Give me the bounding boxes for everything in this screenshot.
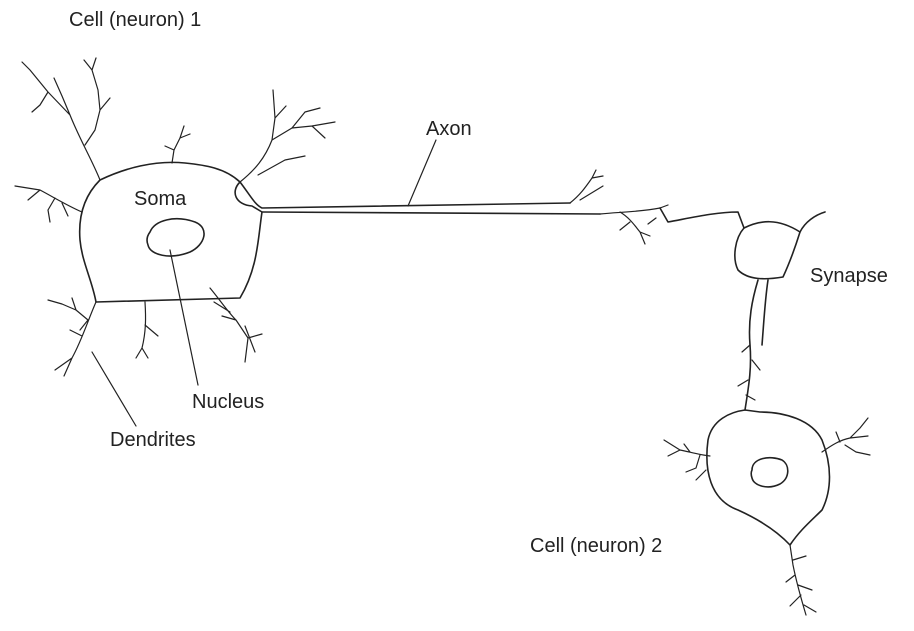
axon-top-edge (240, 182, 570, 208)
neuron1-dendrite-bottom-middle (136, 302, 158, 358)
neuron2-soma-outline (707, 410, 830, 545)
nucleus-label: Nucleus (192, 392, 264, 412)
neuron1-soma-outline (80, 162, 262, 302)
neuron1-dendrite-top-right (240, 90, 335, 182)
axon-terminal-branches (570, 170, 668, 244)
neuron2-bottom-branches (786, 545, 816, 615)
axon-bottom-edge (262, 212, 600, 214)
dendrites-label: Dendrites (110, 430, 196, 450)
synapse-to-neuron2 (745, 280, 768, 410)
neuron2-nucleus (751, 458, 788, 487)
neuron1-dendrite-left (15, 186, 82, 222)
cell2-label: Cell (neuron) 2 (530, 536, 662, 556)
neuron1-nucleus (147, 219, 204, 256)
axon-leader-line (408, 140, 436, 206)
axon-label: Axon (426, 119, 472, 139)
neuron2-right-dendrites (822, 418, 870, 455)
neuron1-dendrite-bottom-left (48, 298, 96, 376)
neuron1-dendrite-top-middle (165, 126, 190, 163)
neuron1-dendrite-top-left (22, 58, 110, 180)
synapse-label: Synapse (810, 266, 888, 286)
neuron2-dendrite-top-branches (738, 345, 760, 400)
neuron2-left-dendrites (664, 440, 710, 480)
dendrites-leader-line (92, 352, 136, 426)
soma-label: Soma (134, 189, 186, 209)
nucleus-leader-line (170, 250, 198, 385)
cell1-label: Cell (neuron) 1 (69, 10, 201, 30)
synapse-cleft (744, 222, 800, 232)
axon-to-synapse (660, 208, 744, 228)
